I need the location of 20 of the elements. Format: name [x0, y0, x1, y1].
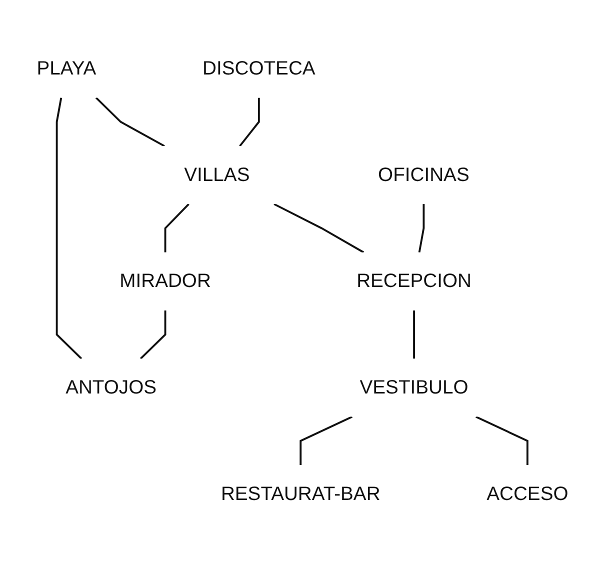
- node-text: RECEPCION: [356, 270, 472, 292]
- connector: [56, 97, 82, 360]
- connector: [95, 96, 165, 147]
- node-text: ANTOJOS: [66, 376, 157, 398]
- connector: [140, 310, 166, 360]
- node-text: RESTAURAT-BAR: [220, 483, 380, 504]
- node-text: DISCOTECA: [202, 58, 316, 79]
- node-text: MIRADOR: [120, 270, 211, 292]
- connector: [164, 203, 190, 252]
- node-text: PLAYA: [36, 58, 96, 79]
- node-text: VESTIBULO: [360, 376, 468, 398]
- node-text: OFICINAS: [378, 164, 470, 186]
- connector: [300, 415, 353, 465]
- connector: [418, 204, 425, 252]
- connector: [475, 415, 528, 465]
- connector: [274, 202, 364, 253]
- connector: [239, 97, 260, 146]
- connector: [413, 310, 415, 358]
- node-text: VILLAS: [184, 164, 250, 186]
- node-text: ACCESO: [486, 483, 568, 504]
